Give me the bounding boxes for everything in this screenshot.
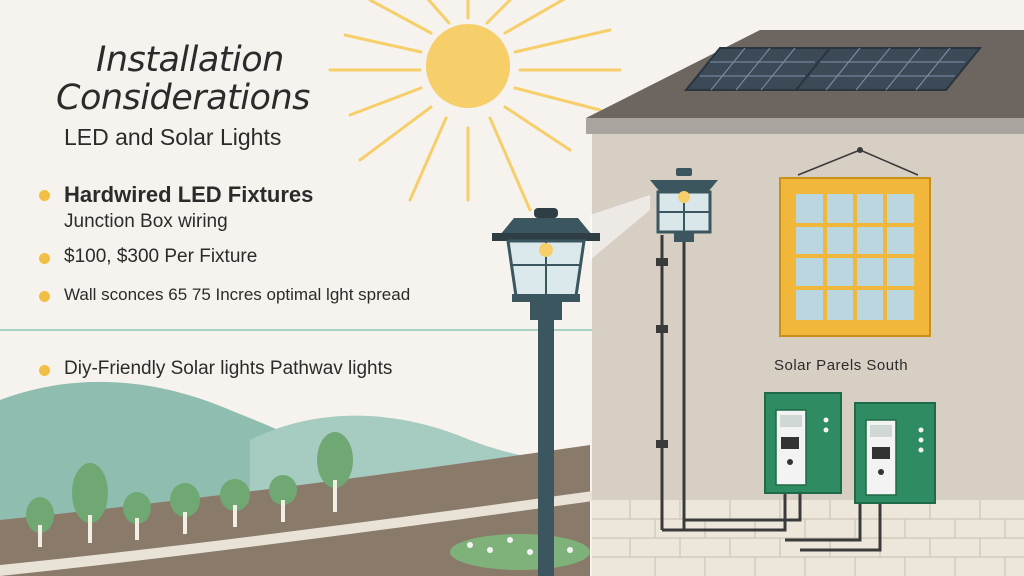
flower-bush [450, 534, 590, 570]
solar-panels-label: Solar Parels South [774, 357, 909, 374]
title-line-2: Considerations [56, 78, 310, 118]
bullet-detail-junction: Junction Box wiring [64, 211, 228, 232]
lamp-post [492, 208, 600, 576]
roof-eave [586, 118, 1024, 134]
brick-base [592, 500, 1024, 576]
bullet-dot [39, 291, 50, 302]
sun-icon [426, 24, 510, 108]
bullet-heading-hardwired: Hardwired LED Fixtures [64, 182, 314, 207]
bullet-dot [39, 190, 50, 201]
sconce-light-beam [590, 195, 650, 260]
conduit-wiring [662, 490, 882, 552]
tree [72, 463, 108, 543]
bullet-dot [39, 253, 50, 264]
ground [0, 445, 590, 576]
tree [123, 492, 151, 540]
bullet-dot [39, 365, 50, 376]
title-line-1: Installation [96, 40, 284, 80]
bullet-text-diy: Diy-Friendly Solar lights Pathwav lights [64, 358, 393, 379]
bullet-text-price: $100, $300 Per Fixture [64, 246, 258, 267]
tree [317, 432, 353, 512]
junction-box [764, 392, 842, 494]
tree [26, 497, 54, 547]
wall-sconce [650, 168, 718, 530]
tree [220, 479, 250, 527]
path-stripe [0, 490, 600, 576]
solar-panels [683, 47, 983, 91]
sun-rays [328, 0, 622, 212]
junction-box [854, 402, 936, 504]
trees [26, 432, 353, 547]
bullet-text-sconces: Wall sconces 65 75 Incres optimal lght s… [64, 285, 411, 304]
tree [170, 483, 200, 534]
window [779, 147, 931, 337]
subtitle: LED and Solar Lights [64, 124, 282, 150]
tree [269, 475, 297, 522]
